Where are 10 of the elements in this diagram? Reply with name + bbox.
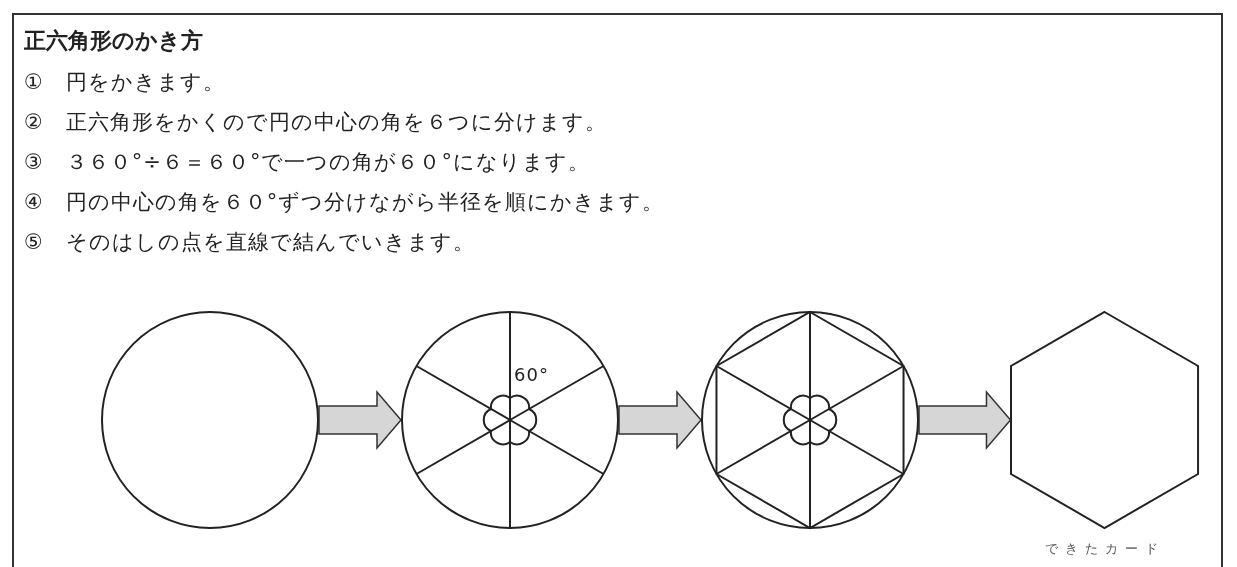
title: 正六角形のかき方 — [24, 27, 203, 55]
step-text: ③ ３６０°÷６＝６０°で一つの角が６０°になります。 — [24, 149, 590, 176]
block-arrow — [618, 389, 702, 451]
block-arrow — [318, 389, 402, 451]
step-text: ④ 円の中心の角を６０°ずつ分けながら半径を順にかきます。 — [24, 189, 665, 216]
step-text: ② 正六角形をかくので円の中心の角を６つに分けます。 — [24, 109, 607, 136]
step-text: ① 円をかきます。 — [24, 69, 225, 96]
step-text: ⑤ そのはしの点を直線で結んでいきます。 — [24, 229, 475, 256]
block-arrow — [918, 389, 1012, 451]
node-label: できたカード — [1044, 540, 1166, 558]
